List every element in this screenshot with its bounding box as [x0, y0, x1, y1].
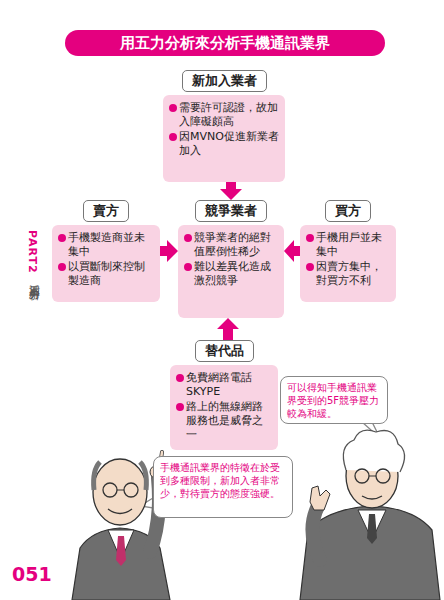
force-heading: 賣方 [83, 200, 129, 222]
force-body: 免費網路電話SKYPE路上的無線網路服務也是威脅之一 [170, 365, 278, 450]
bubble-text: 可以得知手機通訊業界受到的5F競爭壓力較為和緩。 [287, 381, 381, 420]
bullet-dot [58, 263, 66, 271]
force-arrow [284, 240, 300, 262]
force-arrow [160, 240, 178, 262]
bullet-dot [58, 234, 66, 242]
bullet-text: 以買斷制來控制製造商 [68, 260, 155, 288]
right-man-suit [300, 506, 440, 600]
left-man-glasses [124, 483, 138, 497]
bullet-text: 需要許可認證，故加入障礙頗高 [179, 101, 280, 129]
bullet-text: 難以差異化造成激烈競爭 [194, 260, 279, 288]
bullet-row: 免費網路電話SKYPE [176, 371, 273, 399]
force-body: 手機製造商並未集中以買斷制來控制製造商 [52, 225, 160, 302]
force-heading: 競爭業者 [195, 200, 267, 222]
bullet-dot [169, 104, 177, 112]
bullet-text: 路上的無線網路服務也是威脅之一 [186, 400, 273, 442]
bullet-dot [184, 263, 192, 271]
bullet-text: 因MVNO促進新業者加入 [179, 130, 280, 158]
force-arrow [217, 318, 239, 340]
force-body: 需要許可認證，故加入障礙頗高因MVNO促進新業者加入 [163, 95, 285, 182]
left-man-hair [94, 462, 147, 490]
force-box: 競爭業者競爭業者的絕對值壓倒性稀少難以差異化造成激烈競爭 [178, 200, 284, 318]
bullet-text: 手機製造商並未集中 [68, 231, 155, 259]
speech-bubble: 手機通訊業界的特徵在於受到多種限制，新加入者非常少，對待賣方的態度強硬。 [153, 456, 293, 518]
bullet-dot [169, 133, 177, 141]
title-band: 用五力分析來分析手機通訊業界 [65, 30, 385, 56]
right-man-tie [367, 514, 377, 544]
bullet-dot [176, 403, 184, 411]
bullet-row: 手機製造商並未集中 [58, 231, 155, 259]
left-man-glasses [103, 483, 117, 497]
right-man-hair [343, 430, 404, 472]
bullet-dot [306, 263, 314, 271]
force-box: 賣方手機製造商並未集中以買斷制來控制製造商 [52, 200, 160, 302]
force-heading: 替代品 [195, 340, 254, 362]
bullet-row: 因MVNO促進新業者加入 [169, 130, 280, 158]
left-man-tie [116, 536, 126, 566]
right-man-glasses [376, 469, 390, 483]
force-arrow [220, 182, 242, 200]
force-box: 替代品免費網路電話SKYPE路上的無線網路服務也是威脅之一 [170, 340, 278, 450]
bullet-row: 以買斷制來控制製造商 [58, 260, 155, 288]
right-man-glasses [369, 476, 376, 477]
bullet-text: 因賣方集中，對買方不利 [316, 260, 391, 288]
page-number: 051 [12, 563, 52, 585]
part-label: PART2 [26, 230, 39, 274]
left-man-head [93, 459, 147, 525]
bullet-dot [306, 234, 314, 242]
right-man-mouth [362, 496, 382, 499]
chapter-label: 活用五力分析 [26, 276, 41, 282]
bullet-text: 免費網路電話SKYPE [186, 371, 273, 399]
bullet-row: 手機用戶並未集中 [306, 231, 391, 259]
force-heading: 買方 [325, 200, 371, 222]
bullet-dot [184, 234, 192, 242]
bubble-text: 手機通訊業界的特徵在於受到多種限制，新加入者非常少，對待賣方的態度強硬。 [160, 461, 286, 500]
left-man-glasses [117, 490, 124, 491]
force-body: 手機用戶並未集中因賣方集中，對買方不利 [300, 225, 396, 302]
bullet-text: 手機用戶並未集中 [316, 231, 391, 259]
speech-bubble: 可以得知手機通訊業界受到的5F競爭壓力較為和緩。 [280, 376, 388, 424]
bullet-row: 競爭業者的絕對值壓倒性稀少 [184, 231, 279, 259]
bullet-dot [176, 374, 184, 382]
right-man-arm [312, 506, 320, 560]
bullet-row: 路上的無線網路服務也是威脅之一 [176, 400, 273, 442]
bullet-row: 因賣方集中，對買方不利 [306, 260, 391, 288]
force-box: 新加入業者需要許可認證，故加入障礙頗高因MVNO促進新業者加入 [163, 70, 285, 182]
force-box: 買方手機用戶並未集中因賣方集中，對買方不利 [300, 200, 396, 302]
left-man-smile [108, 509, 132, 514]
force-body: 競爭業者的絕對值壓倒性稀少難以差異化造成激烈競爭 [178, 225, 284, 318]
bullet-text: 競爭業者的絕對值壓倒性稀少 [194, 231, 279, 259]
bullet-row: 難以差異化造成激烈競爭 [184, 260, 279, 288]
force-heading: 新加入業者 [182, 70, 267, 92]
right-man-glasses [355, 469, 369, 483]
bullet-row: 需要許可認證，故加入障礙頗高 [169, 101, 280, 129]
right-man-hand [310, 486, 330, 510]
